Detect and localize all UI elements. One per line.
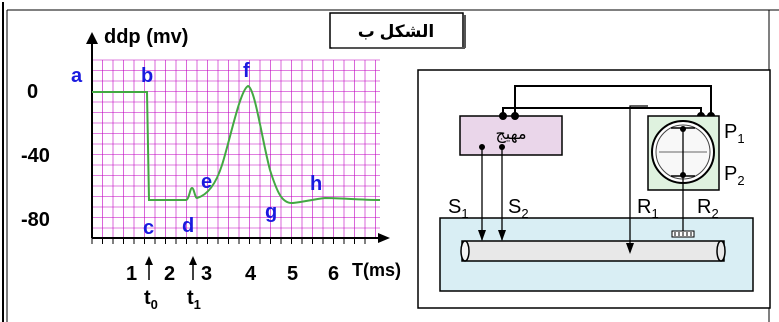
svg-text:t1: t1	[187, 287, 201, 312]
x-axis-label: T(ms)	[352, 260, 401, 280]
recording-electrode-r1	[626, 105, 648, 254]
recording-electrode-r2	[671, 176, 695, 238]
x-tick-label-3: 3	[201, 263, 212, 285]
point-label-h: h	[310, 173, 322, 195]
action-potential-curve	[92, 84, 381, 205]
stimulator	[459, 115, 563, 156]
t0-marker: t0	[144, 256, 158, 312]
point-label-a: a	[71, 65, 83, 87]
y-tick-label-0: 0	[27, 81, 38, 103]
point-label-f: f	[243, 60, 250, 82]
point-label-g: g	[265, 201, 277, 223]
t1-marker: t1	[187, 256, 201, 312]
y-tick-label-minus80: -80	[21, 209, 50, 231]
x-tick-label-1: 1	[126, 263, 137, 285]
point-label-c: c	[143, 217, 154, 239]
x-tick-label-5: 5	[287, 263, 298, 285]
point-label-b: b	[141, 65, 153, 87]
y-axis-label: ddp (mv)	[104, 26, 188, 48]
label-r2: R2	[697, 196, 719, 221]
x-tick-label-4: 4	[245, 263, 257, 285]
stimulating-electrode-s2	[498, 144, 506, 241]
label-s1: S1	[448, 196, 469, 221]
stimulating-electrode-s1	[478, 144, 486, 241]
point-label-d: d	[182, 215, 194, 237]
y-axis-arrow	[86, 32, 98, 44]
t1-subscript: 1	[194, 297, 201, 312]
stimulator-label: مهيج	[495, 126, 526, 144]
x-axis-tick-marks	[91, 238, 366, 244]
label-r1: R1	[637, 196, 659, 221]
x-tick-label-6: 6	[328, 263, 339, 285]
svg-text:t0: t0	[144, 287, 158, 312]
figure-title-box: الشكل ب	[329, 12, 466, 49]
point-label-e: e	[201, 171, 212, 193]
t1-label: t	[187, 287, 194, 309]
label-p2: P2	[724, 163, 745, 188]
y-tick-label-minus40: -40	[21, 145, 50, 167]
t0-subscript: 0	[151, 297, 158, 312]
x-axis-arrow	[378, 233, 390, 243]
graph-grid	[91, 59, 380, 238]
t0-label: t	[144, 287, 151, 309]
action-potential-graph: ddp (mv) T(ms) 0 -40 -80 1 2 3 4 5 6 t0 …	[21, 26, 401, 312]
x-tick-label-2: 2	[164, 263, 175, 285]
figure-title: الشكل ب	[358, 22, 434, 41]
experimental-setup-diagram: مهيج	[417, 69, 771, 309]
label-p1: P1	[724, 121, 745, 146]
nerve-fiber	[460, 240, 726, 262]
label-s2: S2	[508, 196, 529, 221]
oscilloscope-screen	[651, 120, 715, 184]
